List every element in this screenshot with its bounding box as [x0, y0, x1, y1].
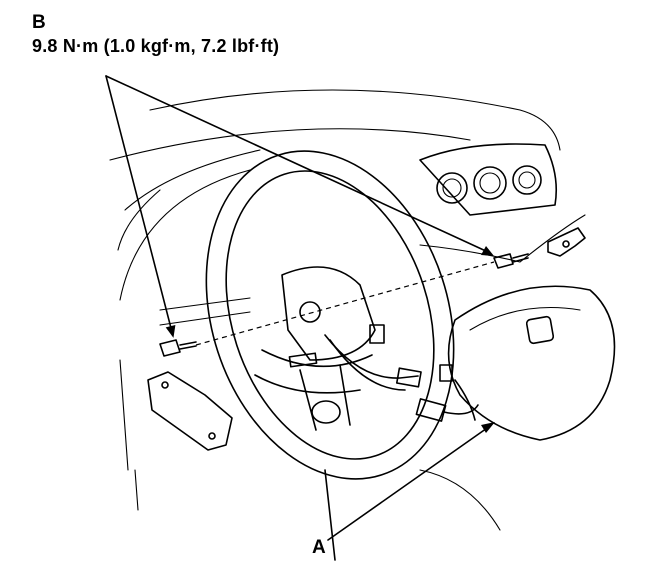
right-bolt-icon: [493, 253, 529, 269]
torque-spec-label: 9.8 N·m (1.0 kgf·m, 7.2 lbf·ft): [32, 36, 280, 56]
left-bolt-icon: [159, 339, 197, 357]
left-bracket: [147, 371, 233, 451]
steering-wheel: [205, 150, 455, 480]
callout-label-a: A: [312, 537, 326, 558]
airbag-module: [447, 285, 616, 441]
leader-line-a: [327, 422, 495, 541]
wire-harness: [324, 334, 479, 422]
right-bracket: [547, 227, 586, 257]
gauge-cluster: [419, 143, 558, 216]
leader-lines-b: [105, 75, 494, 338]
column-cover: [159, 297, 501, 531]
dashboard-outline: [109, 89, 586, 561]
bolt-alignment-line: [195, 261, 495, 346]
callout-label-b: B: [32, 12, 46, 33]
